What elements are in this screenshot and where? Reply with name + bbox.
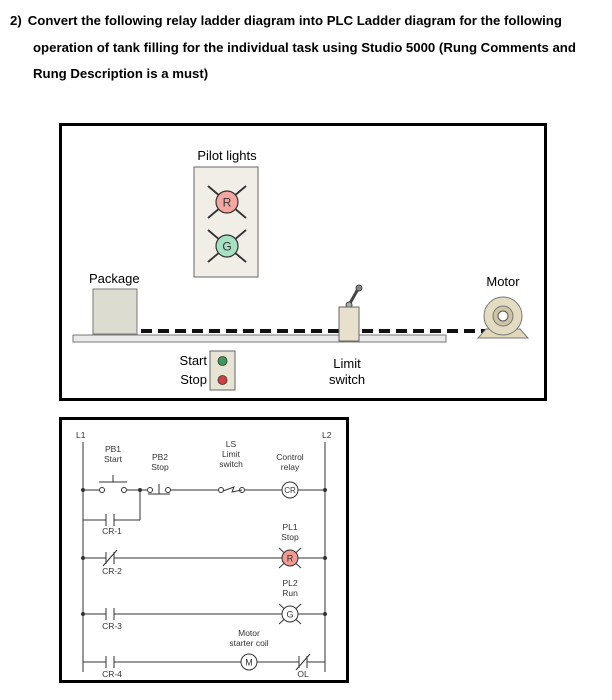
motor-starter-label-1: Motor [238, 628, 260, 638]
stop-button-icon [217, 375, 228, 385]
pl2-label-2: Run [282, 588, 298, 598]
question-line-2: operation of tank filling for the indivi… [33, 39, 576, 55]
pb1-label-2: Start [104, 454, 123, 464]
cr2-nc-contact-icon [102, 549, 118, 567]
stop-label: Stop [180, 372, 207, 387]
pb1-label-1: PB1 [105, 444, 121, 454]
start-label: Start [180, 353, 208, 368]
green-lamp-letter: G [222, 240, 231, 254]
red-lamp-letter: R [223, 196, 232, 210]
cr4-label: CR-4 [102, 669, 122, 679]
cr3-label: CR-3 [102, 621, 122, 631]
pilot-lights-label: Pilot lights [197, 148, 257, 163]
pl1-label-2: Stop [281, 532, 299, 542]
pl1-red-lamp-icon: R [278, 547, 302, 569]
pl1-letter: R [287, 554, 294, 564]
control-relay-label-2: relay [281, 462, 300, 472]
package-box [92, 288, 138, 335]
limit-switch-label-1: Limit [333, 356, 361, 371]
pb2-label-1: PB2 [152, 452, 168, 462]
package-label: Package [89, 271, 140, 286]
rail-l2-label: L2 [322, 430, 332, 440]
motor-starter-label-2: starter coil [229, 638, 268, 648]
process-illustration: Pilot lights R G Package Limit switch [59, 123, 547, 401]
pl1-label-1: PL1 [282, 522, 297, 532]
relay-ladder-diagram: R G CR M L1 L2 PB1 Start PB2 Sto [59, 417, 349, 683]
cr4-contact-icon [105, 656, 115, 668]
limit-switch-label-2: switch [329, 372, 365, 387]
question-number: 2) [10, 13, 22, 28]
motor-label: Motor [486, 274, 520, 289]
cr-coil-letter: CR [284, 486, 296, 495]
rail-l1-label: L1 [76, 430, 86, 440]
control-relay-label-1: Control [276, 452, 304, 462]
junction-dots [81, 488, 327, 616]
pilot-light-box [193, 166, 259, 278]
ls-label-1: LS [226, 439, 237, 449]
motor-starter-coil-icon [240, 653, 258, 671]
ol-label: OL [297, 669, 309, 679]
ls-label-3: switch [219, 459, 243, 469]
process-svg: Pilot lights R G Package Limit switch [72, 148, 530, 391]
ladder-svg: R G CR M L1 L2 PB1 Start PB2 Sto [76, 430, 332, 679]
pl2-letter: G [286, 610, 293, 620]
limit-switch-icon [338, 284, 363, 342]
pb2-stop-pushbutton-icon [147, 484, 171, 495]
cr1-label: CR-1 [102, 526, 122, 536]
cr1-contact-icon [105, 514, 115, 526]
cr2-label: CR-2 [102, 566, 122, 576]
motor-coil-letter: M [245, 658, 253, 668]
pl2-green-lamp-icon: G [278, 603, 302, 625]
pb1-start-pushbutton-icon [99, 475, 127, 493]
question-line-3: Rung Description is a must) [33, 66, 209, 81]
cr3-contact-icon [105, 608, 115, 620]
overload-contact-icon [295, 653, 311, 671]
question-text: 2) Convert the following relay ladder dia… [10, 8, 608, 88]
question-line-1: Convert the following relay ladder diagr… [27, 13, 562, 28]
ls-label-2: Limit [222, 449, 241, 459]
motor-icon [476, 296, 530, 339]
green-pilot-light-icon: G [207, 229, 247, 263]
control-relay-coil-icon [281, 481, 299, 499]
pb2-label-2: Stop [151, 462, 169, 472]
red-pilot-light-icon: R [207, 185, 247, 219]
start-button-icon [217, 356, 228, 366]
pl2-label-1: PL2 [282, 578, 297, 588]
limit-switch-contact-icon [218, 486, 245, 493]
conveyor-belt [72, 334, 447, 343]
